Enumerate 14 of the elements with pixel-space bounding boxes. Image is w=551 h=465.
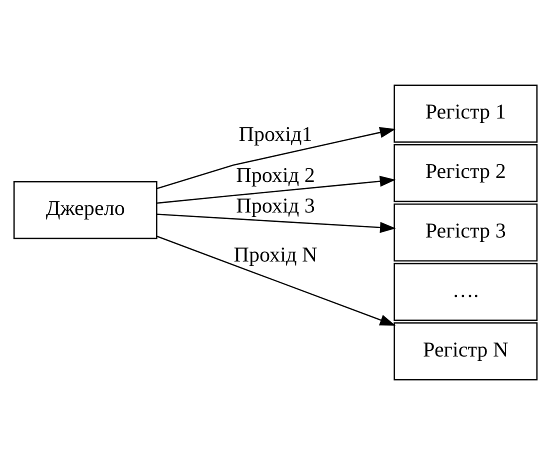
node-box: …. — [394, 262, 538, 321]
arrow — [156, 176, 396, 204]
edge-label: Прохід N — [234, 242, 318, 266]
node-box: Регістр N — [394, 322, 538, 380]
arrow — [156, 214, 396, 234]
edge-label: Прохід 3 — [236, 193, 315, 218]
node-box: Регістр 3 — [394, 203, 538, 262]
node-box: Регістр 1 — [394, 84, 538, 143]
arrow — [156, 236, 396, 326]
node-box: Джерело — [13, 181, 158, 240]
edge-label: Прохід 2 — [236, 163, 315, 188]
edge-label: Прохід1 — [238, 122, 312, 146]
arrow — [156, 127, 396, 190]
node-box: Регістр 2 — [394, 144, 538, 202]
